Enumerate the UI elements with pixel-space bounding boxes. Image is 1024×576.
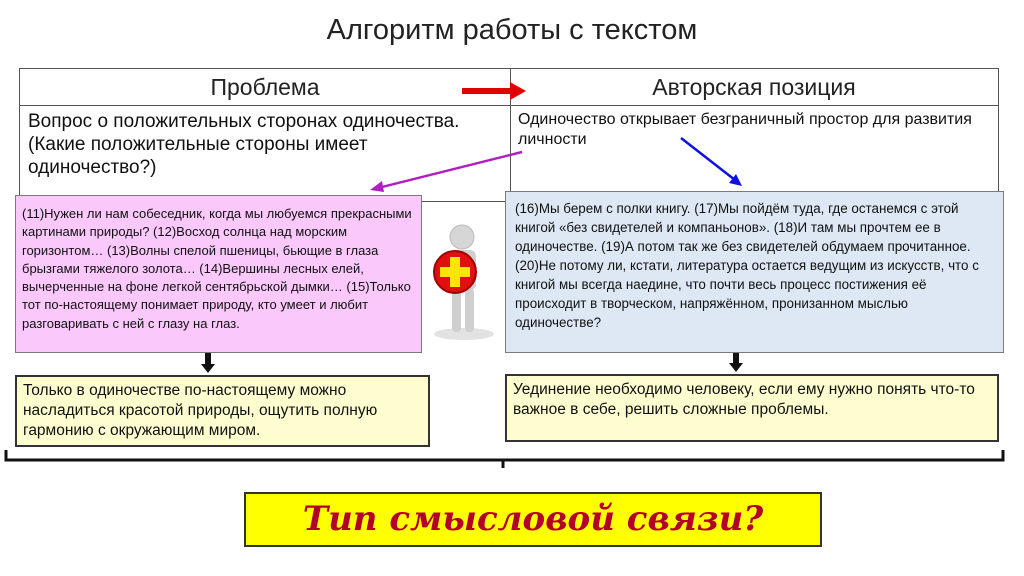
magenta-arrow-icon xyxy=(370,150,523,192)
quote-box-left: (11)Нужен ли нам собеседник, когда мы лю… xyxy=(15,195,422,353)
quote-box-right: (16)Мы берем с полки книгу. (17)Мы пойдё… xyxy=(505,191,1004,353)
blue-arrow-icon xyxy=(680,137,742,186)
conclusion-right: Уединение необходимо человеку, если ему … xyxy=(505,374,999,442)
conclusion-left: Только в одиночестве по-настоящему можно… xyxy=(15,375,430,447)
down-arrow-icon xyxy=(201,353,215,373)
page-title: Алгоритм работы с текстом xyxy=(326,14,698,46)
down-arrow-icon xyxy=(729,353,743,372)
red-right-arrow-icon xyxy=(462,82,526,100)
question-box: Тип смысловой связи? xyxy=(244,492,822,547)
author-position-text: Одиночество открывает безграничный прост… xyxy=(518,111,972,148)
curly-brace-icon xyxy=(4,450,1005,468)
header-problem: Проблема xyxy=(20,69,511,106)
problem-text: Вопрос о положительных сторонах одиночес… xyxy=(28,111,460,178)
header-author-position: Авторская позиция xyxy=(510,69,998,106)
figure-with-plus-sign-icon xyxy=(433,224,494,340)
table-divider xyxy=(510,105,511,201)
